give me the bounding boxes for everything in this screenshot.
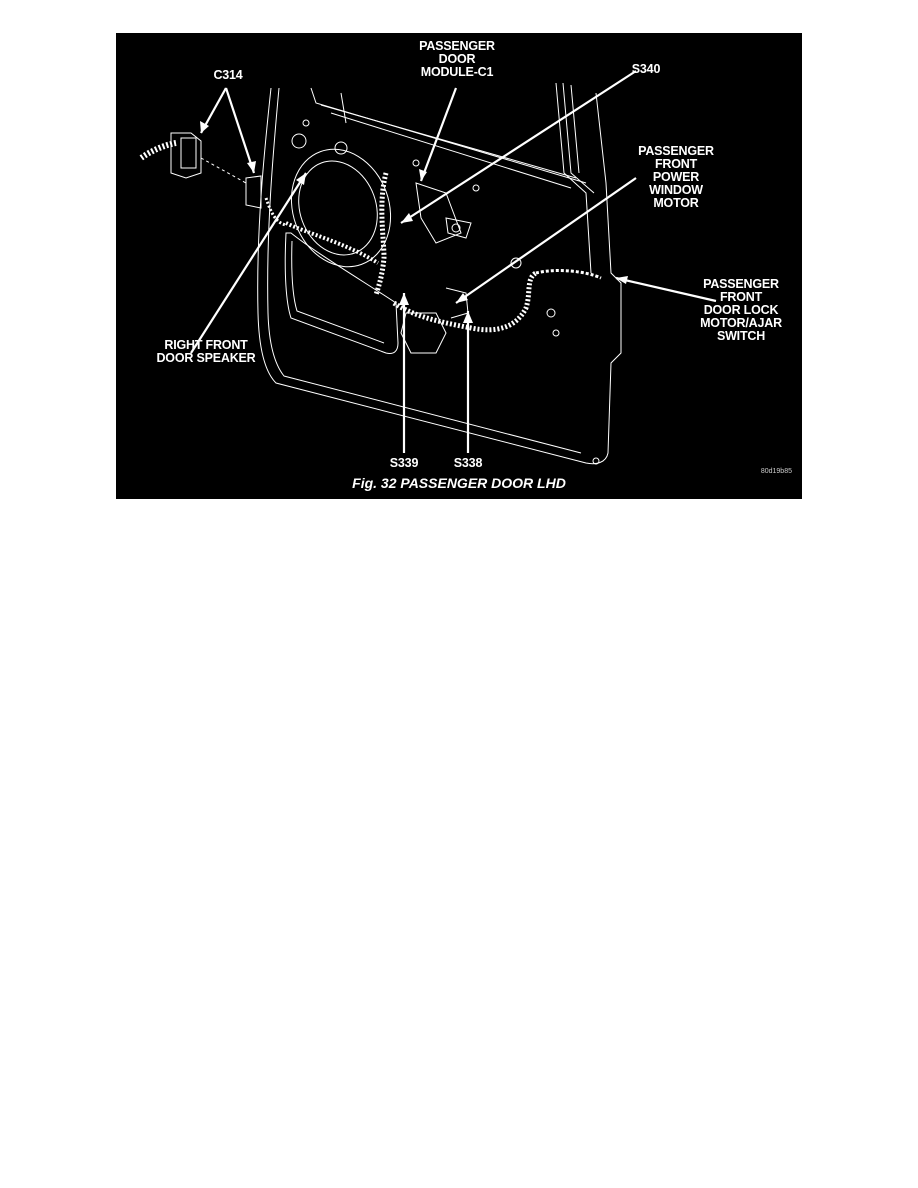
callout-passenger-door-module: PASSENGER DOOR MODULE-C1 <box>419 39 495 79</box>
callout-c314: C314 <box>213 68 243 82</box>
arrowheads <box>200 121 628 323</box>
door-wiring-figure: C314 PASSENGER DOOR MODULE-C1 S340 PASSE… <box>116 33 802 499</box>
callout-s339: S339 <box>389 456 419 470</box>
door-line-art <box>139 70 717 465</box>
callout-passenger-front-door-lock-motor-ajar-switch: PASSENGER FRONT DOOR LOCK MOTOR/AJAR SWI… <box>700 277 782 343</box>
callout-right-front-door-speaker: RIGHT FRONT DOOR SPEAKER <box>156 338 256 365</box>
callout-s340: S340 <box>631 62 661 76</box>
callout-s338: S338 <box>453 456 483 470</box>
figure-caption: Fig. 32 PASSENGER DOOR LHD <box>352 475 566 491</box>
image-code: 80d19b85 <box>760 468 792 475</box>
callout-passenger-front-power-window-motor: PASSENGER FRONT POWER WINDOW MOTOR <box>638 144 714 210</box>
